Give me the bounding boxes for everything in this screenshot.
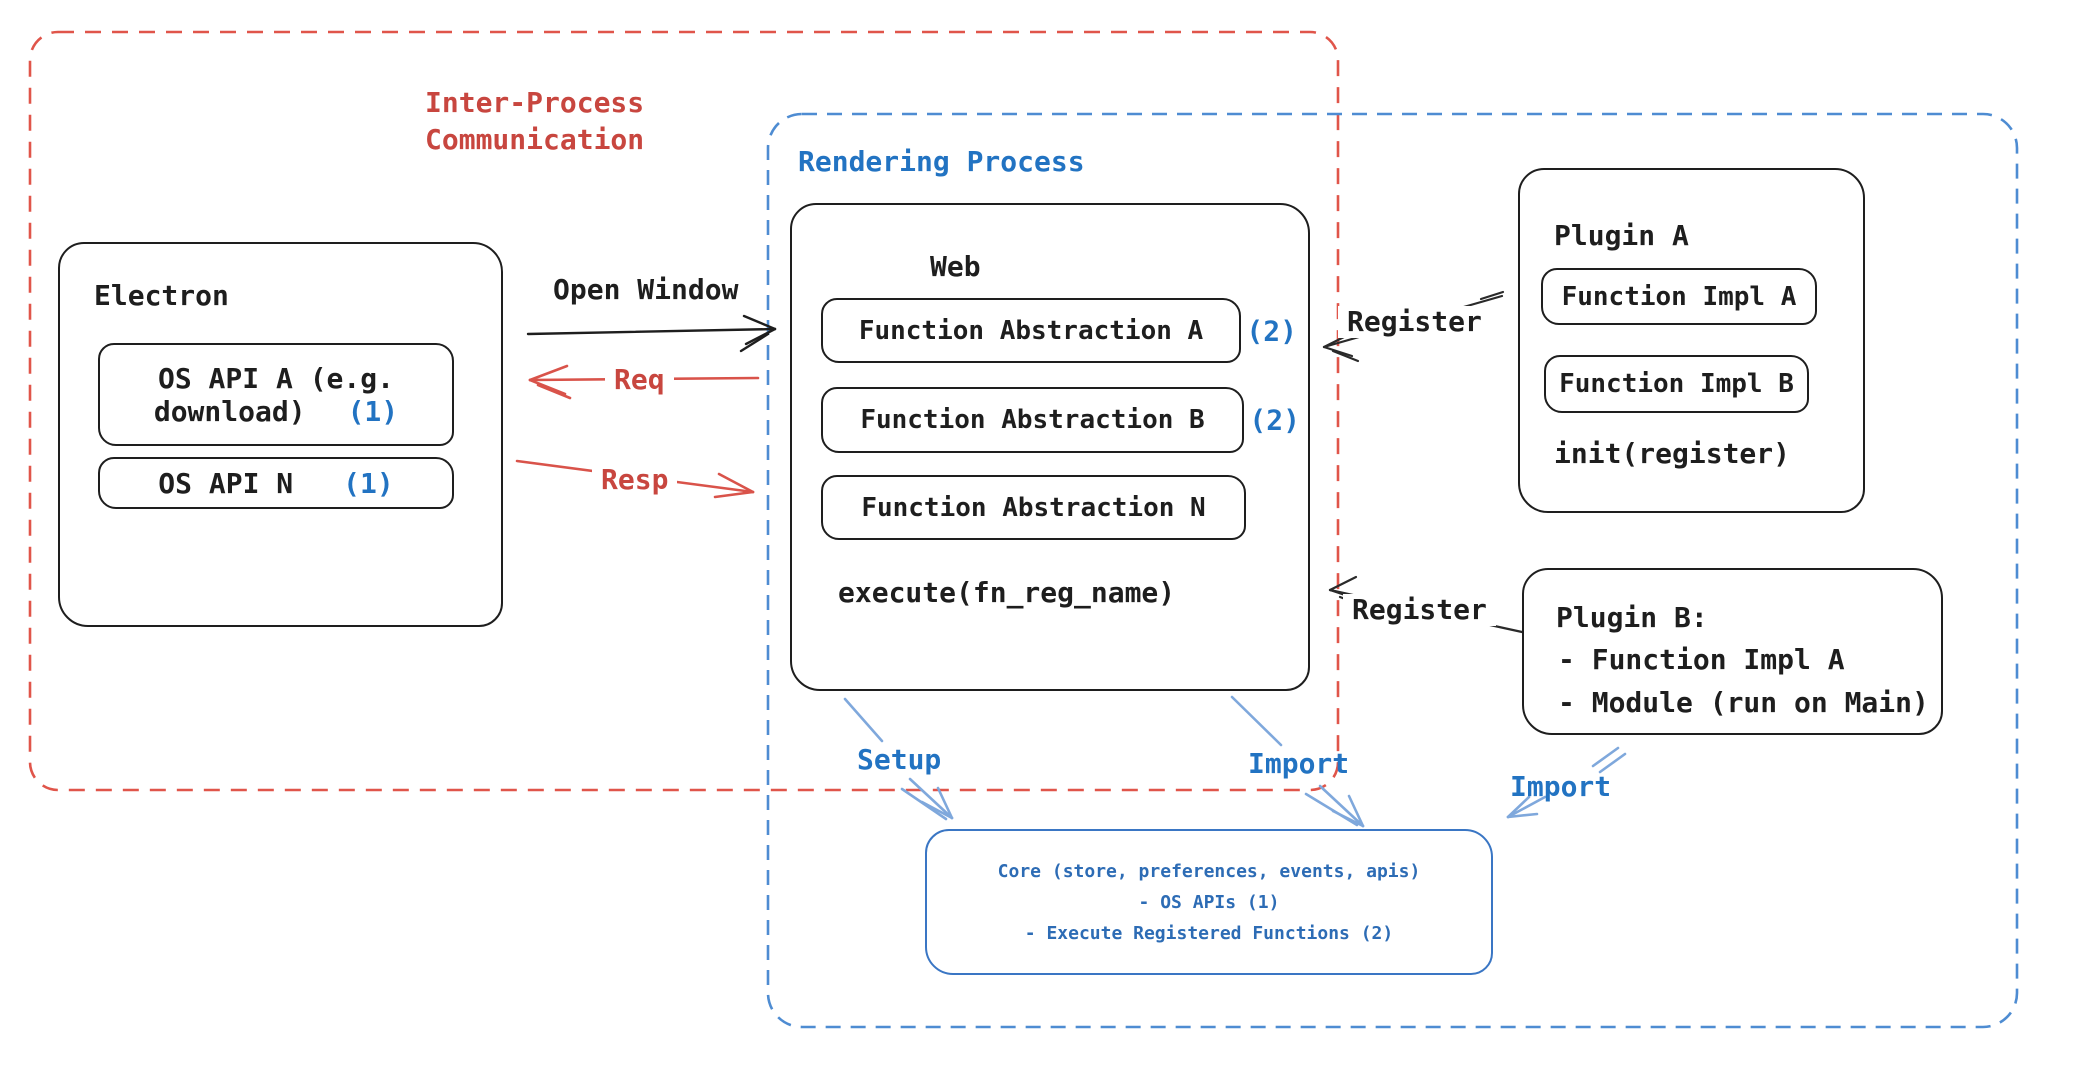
import-plugin-arrow [1506,746,1627,819]
setup-label: Setup [857,743,942,776]
rendering-region-label: Rendering Process [798,145,1085,178]
function-abstraction-a-label: Function Abstraction A [858,315,1204,346]
setup-arrow [843,697,954,821]
core-execute-line: - Execute Registered Functions (2) [1024,922,1394,944]
open-window-label: Open Window [553,273,739,306]
plugin-b-item-module: - Module (run on Main) [1558,686,1929,719]
function-abstraction-b-label: Function Abstraction B [860,405,1205,435]
import-web-label: Import [1248,747,1350,780]
function-abstraction-b-box: Function Abstraction B (2) [821,387,1300,453]
import-web-arrow [1230,695,1365,828]
plugin-b-item-impl-a: - Function Impl A [1558,643,1845,676]
function-impl-b-box: Function Impl B [1544,355,1809,413]
ipc-region-dashed-border [28,30,1340,792]
os-api-n-badge: (1) [343,466,394,500]
electron-box: Electron OS API A (e.g. download) (1) OS … [58,242,503,627]
core-box: Core (store, preferences, events, apis) … [925,829,1493,975]
plugin-a-init-label: init(register) [1554,437,1791,470]
function-abstraction-a-badge: (2) [1246,314,1297,347]
register-a-label: Register [1338,305,1491,339]
web-title: Web [930,250,981,283]
function-impl-a-label: Function Impl A [1561,281,1797,312]
os-api-n-box: OS API N (1) [98,457,454,509]
function-impl-a-box: Function Impl A [1541,268,1817,325]
open-window-arrow [526,314,777,353]
import-plugin-label: Import [1510,770,1612,803]
resp-label: Resp [592,463,678,497]
os-api-n-label: OS API N [158,466,294,500]
plugin-b-box: Plugin B: - Function Impl A - Module (ru… [1522,568,1943,735]
req-label: Req [605,363,674,397]
os-api-a-label-line1: OS API A (e.g. [157,361,394,395]
plugin-b-title: Plugin B: [1556,601,1708,634]
function-abstraction-b-badge: (2) [1249,403,1300,437]
plugin-a-title: Plugin A [1554,219,1689,252]
function-abstraction-a-box: Function Abstraction A (2) [821,298,1297,363]
web-box: Web Function Abstraction A (2) Function … [790,203,1310,691]
rendering-region-dashed-border [766,112,2019,1029]
function-abstraction-n-label: Function Abstraction N [861,492,1206,523]
ipc-region-label: Inter-Process Communication [425,86,645,156]
register-b-label: Register [1343,593,1496,627]
os-api-a-box: OS API A (e.g. download) (1) [98,343,454,446]
electron-title: Electron [94,279,229,312]
os-api-a-badge: (1) [347,394,399,428]
execute-call-label: execute(fn_reg_name) [838,576,1176,609]
plugin-a-box: Plugin A Function Impl A Function Impl B… [1518,168,1865,513]
os-api-a-label-line2: download) [153,394,306,428]
core-title-line: Core (store, preferences, events, apis) [997,860,1421,882]
function-impl-b-label: Function Impl B [1559,369,1794,399]
function-abstraction-n-box: Function Abstraction N [821,475,1246,540]
core-os-apis-line: - OS APIs (1) [1138,891,1280,913]
